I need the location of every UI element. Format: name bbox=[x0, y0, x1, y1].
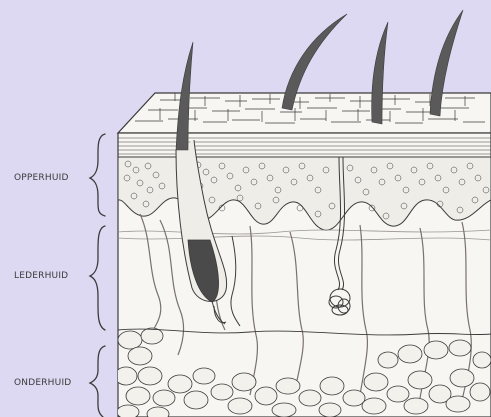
brace-hypodermis bbox=[90, 346, 105, 417]
label-hypodermis: ONDERHUID bbox=[14, 378, 71, 388]
brace-dermis bbox=[90, 226, 105, 330]
label-epidermis: OPPERHUID bbox=[14, 173, 69, 183]
brace-epidermis bbox=[90, 134, 105, 216]
layer-braces bbox=[90, 134, 105, 417]
label-dermis: LEDERHUID bbox=[14, 271, 68, 281]
